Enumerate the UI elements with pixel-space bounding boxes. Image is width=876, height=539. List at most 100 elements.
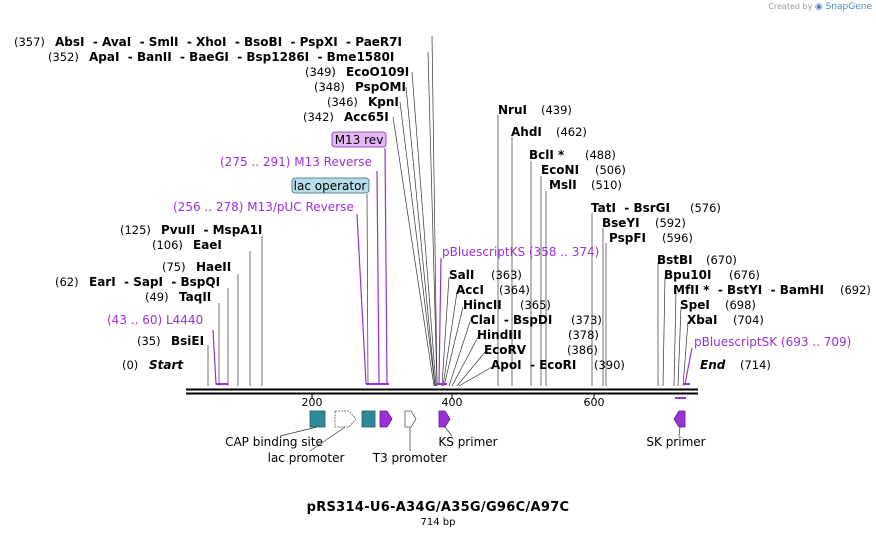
lac-promoter-label: lac promoter (268, 451, 345, 465)
m13-rev-primer-glyph (379, 410, 393, 428)
dna-backbone (186, 388, 698, 395)
enzyme-position: (352) (48, 50, 79, 64)
enzyme-position: (439) (541, 103, 572, 117)
plasmid-length: 714 bp (420, 517, 456, 528)
enzyme-name: EcoRV (484, 343, 527, 357)
enzyme-name: BseYI (602, 216, 640, 230)
cap-binding-site-label: CAP binding site (225, 435, 323, 449)
enzyme-position: (0) (122, 358, 138, 372)
enzyme-name: XbaI (687, 313, 717, 327)
enzyme-position: (676) (729, 268, 760, 282)
enzyme-position: (62) (55, 275, 79, 289)
enzyme-position: (462) (556, 125, 587, 139)
m13-reverse-label: (275 .. 291) M13 Reverse (220, 155, 372, 169)
m13-puc-reverse-label: (256 .. 278) M13/pUC Reverse (173, 200, 354, 214)
enzyme-position: (373) (571, 313, 602, 327)
enzyme-position: (714) (740, 358, 771, 372)
enzyme-name: ApaI - BanII - BaeGI - Bsp1286I - Bme158… (89, 50, 394, 64)
enzyme-position: (349) (305, 65, 336, 79)
feature-brackets (212, 147, 693, 399)
enzyme-name: SalI (449, 268, 474, 282)
m13-rev-box (331, 131, 387, 148)
enzyme-position: (692) (840, 283, 871, 297)
snapgene-logo: ◉ SnapGene (814, 2, 872, 12)
enzyme-name: BsiEI (171, 334, 204, 348)
enzyme-name: KpnI (368, 95, 399, 109)
pbluescript-sk-label: pBluescriptSK (693 .. 709) (694, 335, 851, 349)
restriction-enzyme-labels: AbsI - AvaI - SmlI - XhoI - BsoBI - PspX… (14, 35, 871, 372)
enzyme-position: (378) (568, 328, 599, 342)
snapgene-watermark: Created by ◉ SnapGene (768, 2, 872, 12)
enzyme-name: PvuII - MspA1I (161, 223, 262, 237)
pbluescript-ks-label: pBluescriptKS (358 .. 374) (442, 245, 599, 259)
enzyme-position: (363) (491, 268, 522, 282)
enzyme-position: (364) (499, 283, 530, 297)
lac-operator-glyph (361, 410, 376, 428)
enzyme-position: (510) (591, 178, 622, 192)
enzyme-connectors (207, 35, 689, 387)
enzyme-name: ClaI - BspDI (470, 313, 552, 327)
enzyme-position: (576) (690, 201, 721, 215)
enzyme-position: (390) (594, 358, 625, 372)
enzyme-position: (386) (567, 343, 598, 357)
enzyme-position: (488) (585, 148, 616, 162)
enzyme-name: HaeII (196, 260, 231, 274)
enzyme-name: HincII (463, 298, 502, 312)
enzyme-position: (49) (145, 290, 169, 304)
plasmid-name: pRS314-U6-A34G/A35G/G96C/A97C (306, 500, 570, 515)
enzyme-name: MslI (549, 178, 577, 192)
enzyme-position: (125) (120, 223, 151, 237)
tick-label-400: 400 (442, 396, 463, 409)
lac-operator-connector (366, 193, 369, 385)
enzyme-name: BstBI (657, 253, 693, 267)
enzyme-name: PspFI (609, 231, 646, 245)
enzyme-position: (506) (595, 163, 626, 177)
lac-operator-box-label: lac operator (294, 179, 367, 193)
enzyme-name: Bpu10I (664, 268, 711, 282)
enzyme-name: HindIII (477, 328, 522, 342)
t3-promoter-glyph (404, 410, 417, 428)
enzyme-position: (365) (520, 298, 551, 312)
enzyme-name: NruI (498, 103, 527, 117)
enzyme-name: TatI - BsrGI (591, 201, 670, 215)
lac-operator-box (291, 177, 370, 194)
enzyme-name: Acc65I (344, 110, 389, 124)
cap-binding-site-glyph (309, 410, 326, 428)
t3-promoter-label: T3 promoter (372, 451, 448, 465)
enzyme-position: (346) (327, 95, 358, 109)
enzyme-name: MfII * - BstYI - BamHI (673, 283, 824, 297)
enzyme-name: End (700, 358, 726, 372)
tick-label-600: 600 (584, 396, 605, 409)
enzyme-name: ApoI - EcoRI (491, 358, 576, 372)
enzyme-position: (348) (314, 80, 345, 94)
enzyme-position: (106) (152, 238, 183, 252)
sk-primer-glyph (673, 410, 686, 428)
enzyme-name: BclI * (529, 148, 565, 162)
enzyme-name: Start (149, 358, 184, 372)
feature-label-leaders (279, 426, 681, 452)
enzyme-name: EaeI (193, 238, 222, 252)
lac-promoter-glyph (334, 410, 357, 428)
enzyme-name: AhdI (511, 125, 542, 139)
enzyme-position: (596) (662, 231, 693, 245)
enzyme-position: (670) (706, 253, 737, 267)
enzyme-name: EcoNI (541, 163, 579, 177)
scale-ticks (311, 394, 595, 399)
ks-primer-glyph (438, 410, 451, 428)
enzyme-position: (592) (655, 216, 686, 230)
enzyme-position: (704) (733, 313, 764, 327)
enzyme-name: PspOMI (355, 80, 406, 94)
created-by-text: Created by (768, 2, 813, 11)
enzyme-position: (698) (725, 298, 756, 312)
enzyme-position: (342) (303, 110, 334, 124)
enzyme-name: SpeI (680, 298, 710, 312)
enzyme-position: (75) (162, 260, 186, 274)
ks-primer-label: KS primer (438, 435, 497, 449)
tick-label-200: 200 (302, 396, 323, 409)
m13-rev-box-label: M13 rev (335, 133, 384, 147)
enzyme-name: EarI - SapI - BspQI (89, 275, 220, 289)
enzyme-name: TaqII (179, 290, 211, 304)
snapgene-logo-text: SnapGene (825, 2, 872, 12)
enzyme-name: EcoO109I (346, 65, 409, 79)
